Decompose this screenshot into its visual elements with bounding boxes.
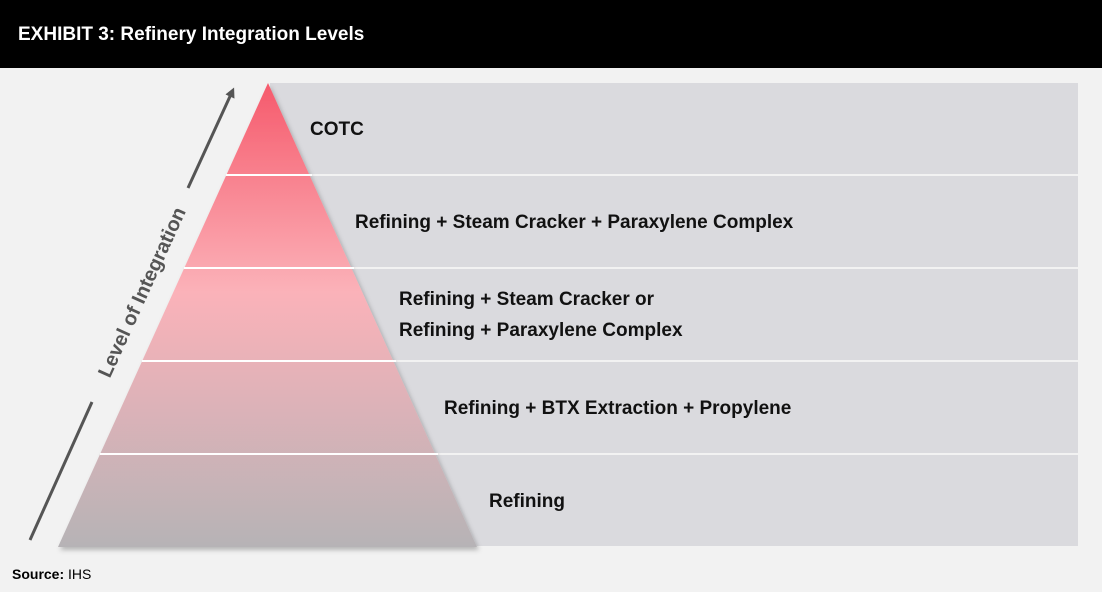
pyramid — [58, 83, 477, 547]
level-label-refining-steam-cracker-paraxylene: Refining + Steam Cracker + Paraxylene Co… — [355, 212, 794, 233]
source-note: Source: IHS — [12, 566, 91, 582]
level-label-refining-btx-propylene: Refining + BTX Extraction + Propylene — [444, 398, 791, 419]
header-bar: EXHIBIT 3: Refinery Integration Levels — [0, 0, 1102, 68]
level-band-2 — [270, 176, 1078, 267]
level-labels: COTC Refining + Steam Cracker + Paraxyle… — [310, 119, 794, 512]
level-label-refining-steam-cracker-or-paraxylene: Refining + Steam Cracker or Refining + P… — [399, 289, 683, 341]
pyramid-shape — [58, 83, 477, 547]
source-label: Source: — [12, 566, 65, 582]
source-value: IHS — [68, 566, 92, 582]
page-title: EXHIBIT 3: Refinery Integration Levels — [18, 24, 365, 45]
level-label-cotc: COTC — [310, 119, 364, 140]
axis-arrow-upper — [186, 87, 235, 189]
level-label-refining: Refining — [489, 491, 565, 512]
level-band-1 — [270, 83, 1078, 174]
level-band-3 — [270, 269, 1078, 360]
axis-arrow-lower — [28, 401, 94, 541]
